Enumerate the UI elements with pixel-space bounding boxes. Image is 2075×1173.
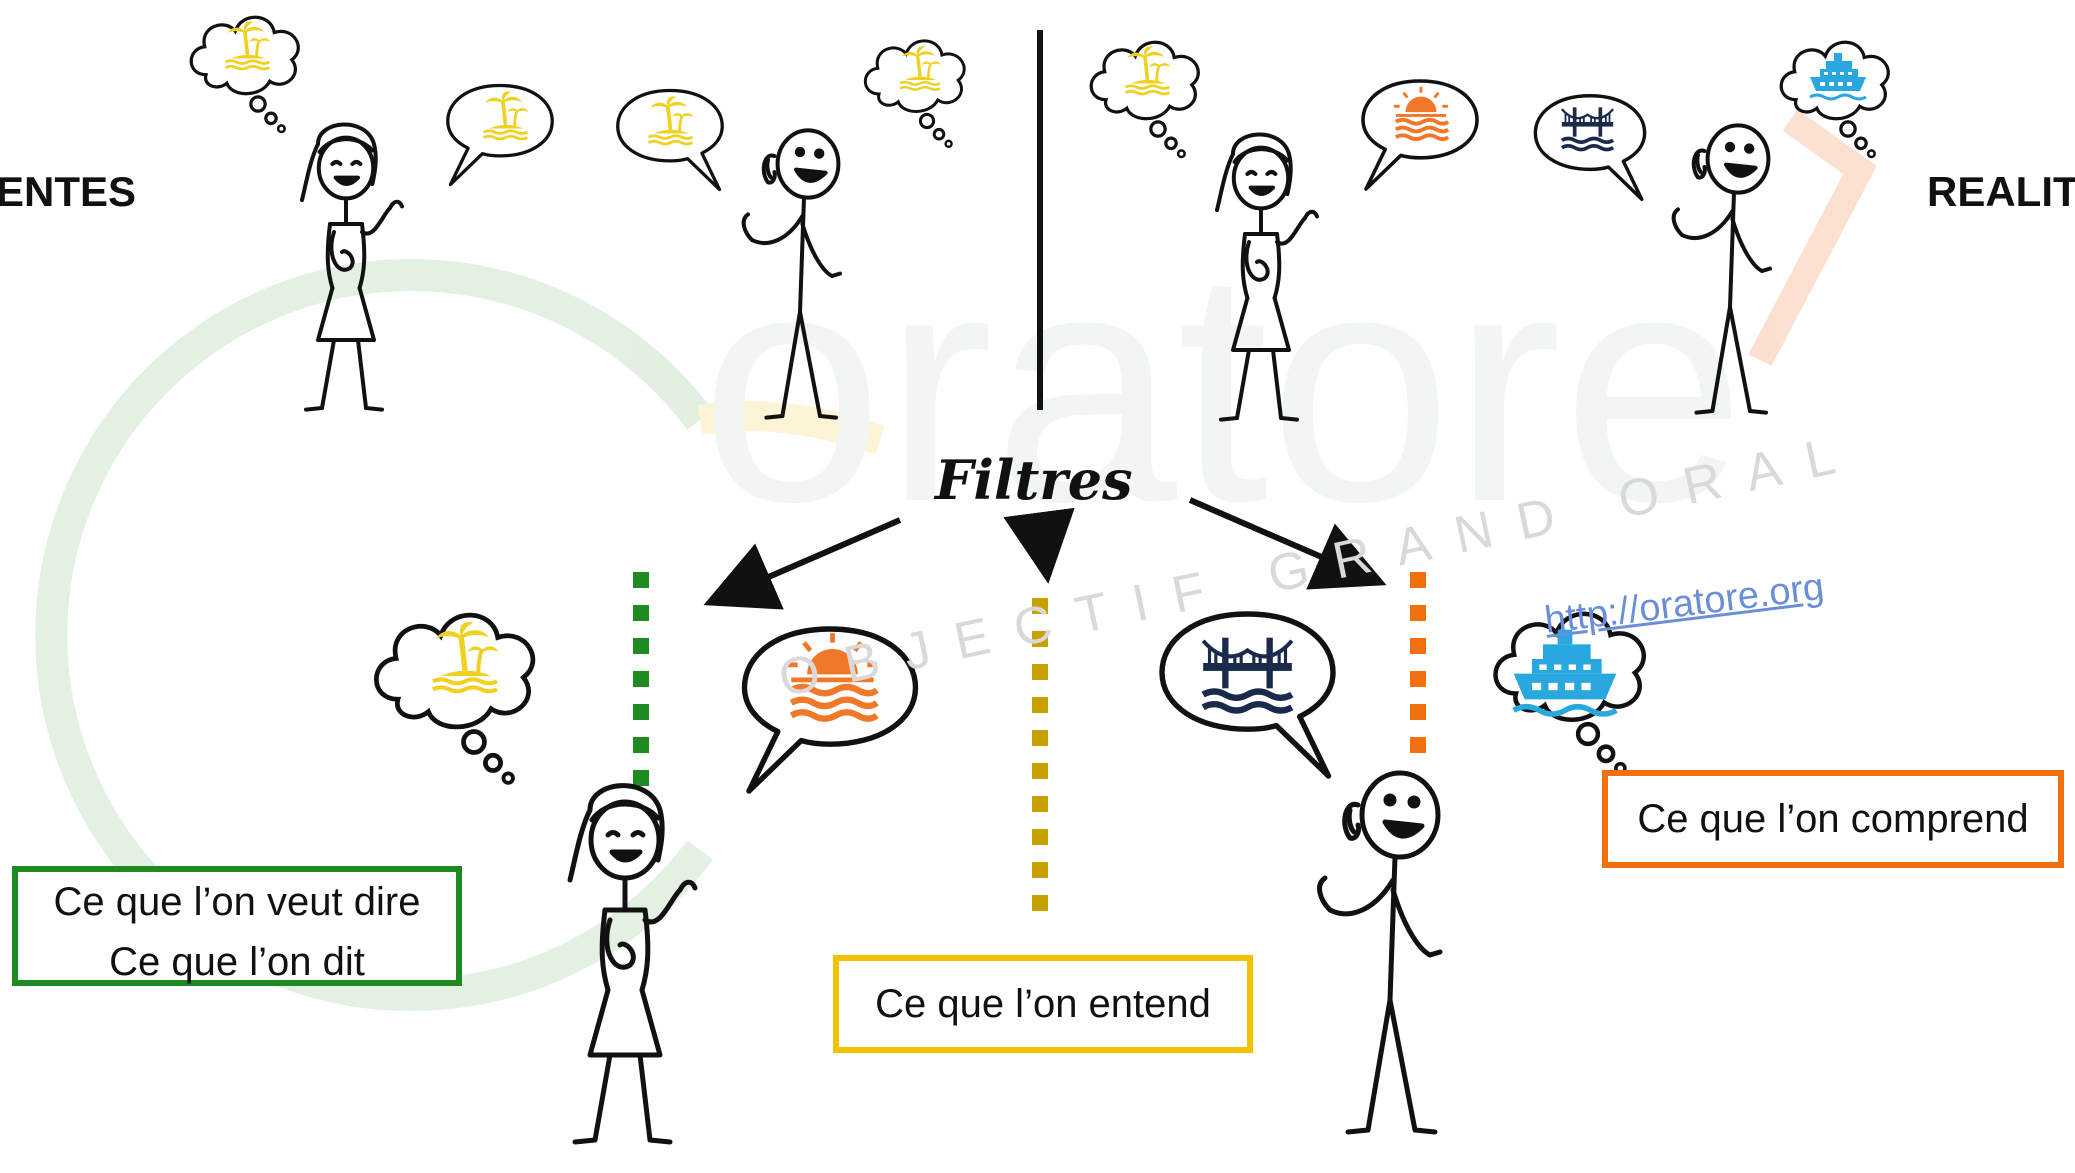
arrow-to-middle: [1003, 507, 1075, 584]
said-box: Ce que l’on veut dire Ce que l’on dit: [12, 866, 462, 986]
filter-dot: [1410, 572, 1426, 588]
filters-label: Filtres: [935, 448, 1133, 512]
filter-dot: [1410, 605, 1426, 621]
said-box-line-2: Ce que l’on dit: [109, 940, 365, 984]
filter-dot: [633, 671, 649, 687]
filter-dot: [1410, 638, 1426, 654]
filter-dot: [1032, 829, 1048, 845]
filter-dot: [1032, 697, 1048, 713]
filter-dots-orange: [1410, 572, 1426, 753]
filter-dot: [1410, 671, 1426, 687]
right-side-label: REALIT: [1927, 168, 2075, 215]
filter-dots-gold: [1032, 598, 1048, 911]
said-box-line-1: Ce que l’on veut dire: [53, 880, 421, 924]
scene-bottom: [376, 614, 1643, 1142]
arrow-to-speaker: [703, 517, 902, 610]
filter-dot: [1032, 895, 1048, 911]
man-figure: [1320, 773, 1440, 1132]
watermark-logo-text: oratore: [700, 201, 1746, 570]
filter-dot: [633, 638, 649, 654]
filter-dot: [633, 737, 649, 753]
filter-dot: [1410, 704, 1426, 720]
understood-box: Ce que l’on comprend: [1602, 770, 2064, 868]
filter-dot: [1032, 631, 1048, 647]
filter-dot: [1032, 598, 1048, 614]
heard-box: Ce que l’on entend: [833, 955, 1253, 1053]
filter-dot: [1032, 763, 1048, 779]
filter-dot: [1032, 730, 1048, 746]
filter-dot: [633, 605, 649, 621]
filter-dots-green: [633, 572, 649, 786]
left-side-label: ENTES: [0, 168, 137, 215]
filter-dot: [1032, 862, 1048, 878]
arrow-to-listener: [1188, 497, 1387, 590]
filter-dot: [1410, 737, 1426, 753]
filter-arrows: [703, 497, 1387, 610]
filter-dot: [1032, 664, 1048, 680]
watermark-logo: oratore: [35, 109, 1877, 1011]
thought-cloud: [863, 39, 966, 149]
filter-dot: [1032, 796, 1048, 812]
filter-dot: [633, 770, 649, 786]
filter-dot: [633, 704, 649, 720]
filter-dot: [633, 572, 649, 588]
thought-cloud: [376, 615, 533, 783]
